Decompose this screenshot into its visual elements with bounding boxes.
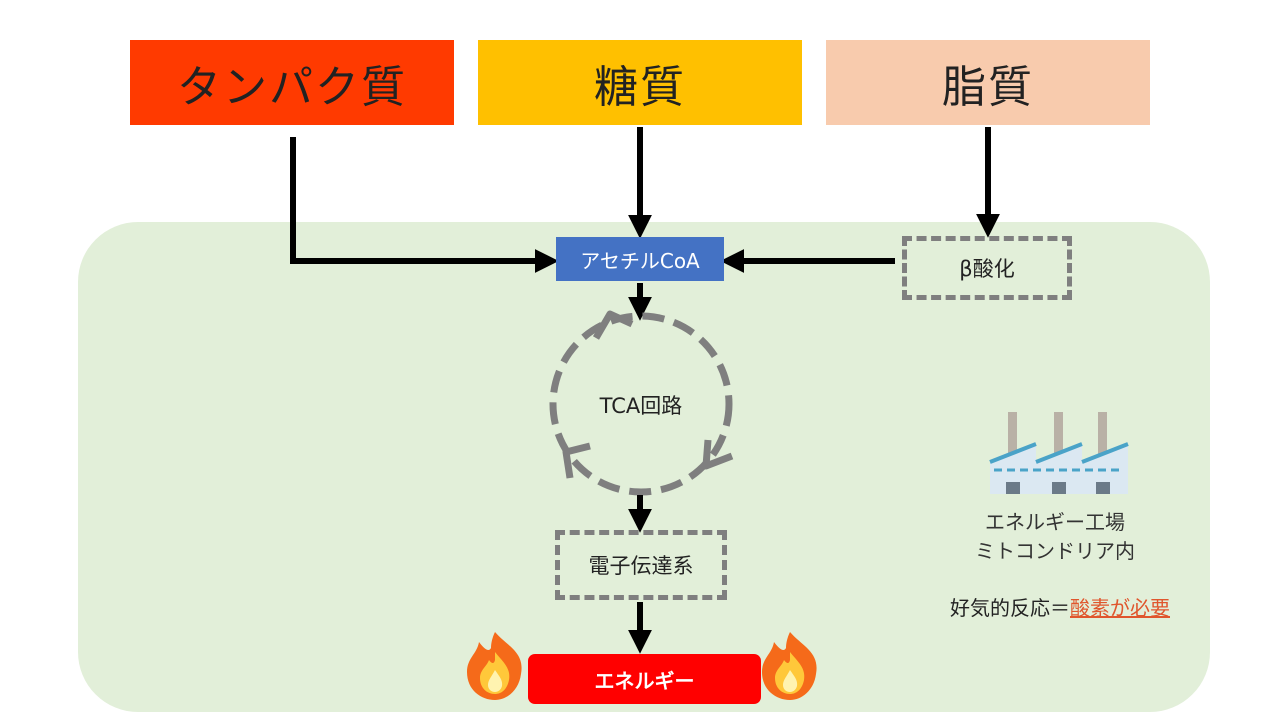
energy-box: エネルギー — [528, 654, 761, 704]
electron-transport-box: 電子伝達系 — [555, 530, 727, 600]
arrow-protein-to-acetyl — [290, 137, 559, 273]
protein-box: タンパク質 — [130, 40, 454, 125]
tca-cycle-label: TCA回路 — [599, 394, 683, 418]
tca-arrowhead-top — [592, 310, 634, 340]
factory-caption-line1: エネルギー工場 — [985, 510, 1125, 534]
tca-arrowhead-right — [702, 439, 734, 470]
acetyl-coa-box: アセチルCoA — [556, 237, 724, 281]
flame-icon — [467, 632, 522, 700]
tca-cycle-ring — [549, 312, 733, 496]
aerobic-reaction-note: 好気的反応＝酸素が必要 — [900, 592, 1220, 621]
beta-oxidation-box: β酸化 — [902, 236, 1072, 300]
factory-caption-line2: ミトコンドリア内 — [975, 539, 1135, 563]
factory-icon — [989, 412, 1129, 494]
aerobic-prefix: 好気的反応＝ — [950, 596, 1070, 620]
lipid-box: 脂質 — [826, 40, 1150, 125]
sugar-box: 糖質 — [478, 40, 802, 125]
oxygen-required-highlight: 酸素が必要 — [1070, 596, 1170, 620]
tca-arrowhead-left — [562, 442, 591, 479]
flame-icon — [762, 632, 817, 700]
